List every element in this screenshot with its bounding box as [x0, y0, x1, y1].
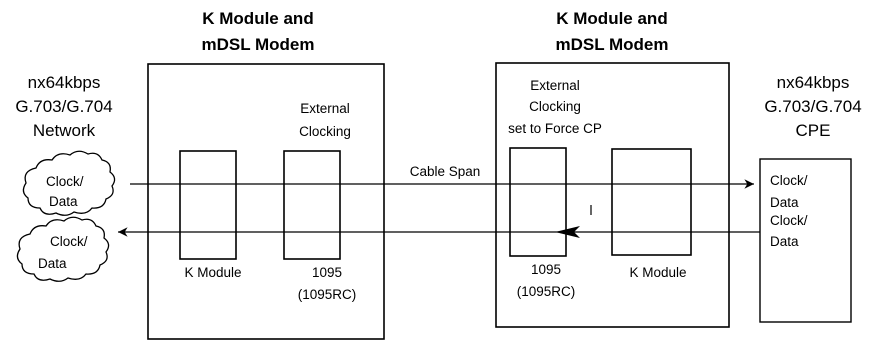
right-k-module-label: K Module [629, 265, 686, 280]
cpe-data-line3: Clock/ [770, 213, 808, 228]
right-k-module-box [611, 148, 692, 256]
right-clocking-line1: External [530, 78, 580, 93]
upper-cloud-line2: Data [49, 194, 78, 209]
left-header-line2: mDSL Modem [201, 35, 314, 54]
network-label-line1: nx64kbps [28, 73, 101, 92]
cable-span-label: Cable Span [410, 164, 481, 179]
lower-network-cloud [16, 216, 110, 282]
cpe-label-line1: nx64kbps [777, 73, 850, 92]
left-clocking-line1: External [300, 101, 350, 116]
right-clocking-line3: set to Force CP [508, 121, 602, 136]
right-modem-box [495, 62, 730, 328]
right-1095-box [509, 147, 567, 257]
cpe-data-line4: Data [770, 234, 799, 249]
left-model-line1: 1095 [312, 265, 342, 280]
left-1095-box [283, 150, 341, 260]
cpe-label-line2: G.703/G.704 [764, 97, 861, 116]
right-header-line2: mDSL Modem [555, 35, 668, 54]
right-model-line2: (1095RC) [517, 284, 576, 299]
lower-cloud-line1: Clock/ [50, 234, 88, 249]
cpe-data-line2: Data [770, 195, 799, 210]
left-model-line2: (1095RC) [298, 287, 357, 302]
network-label-line2: G.703/G.704 [15, 97, 112, 116]
right-model-line1: 1095 [531, 262, 561, 277]
upper-network-cloud [22, 150, 116, 216]
network-label-line3: Network [33, 121, 96, 140]
right-header-line1: K Module and [556, 9, 667, 28]
return-mid-arrowhead [555, 226, 580, 238]
cpe-data-line1: Clock/ [770, 173, 808, 188]
cpe-label-line3: CPE [796, 121, 831, 140]
left-k-module-label: K Module [184, 265, 241, 280]
left-clocking-line2: Clocking [299, 124, 351, 139]
left-k-module-box [179, 150, 237, 260]
cpe-box [759, 158, 852, 323]
right-clocking-line2: Clocking [529, 99, 581, 114]
upper-cloud-line1: Clock/ [46, 174, 84, 189]
lower-cloud-line2: Data [38, 256, 67, 271]
left-modem-box [147, 63, 385, 340]
left-header-line1: K Module and [202, 9, 313, 28]
